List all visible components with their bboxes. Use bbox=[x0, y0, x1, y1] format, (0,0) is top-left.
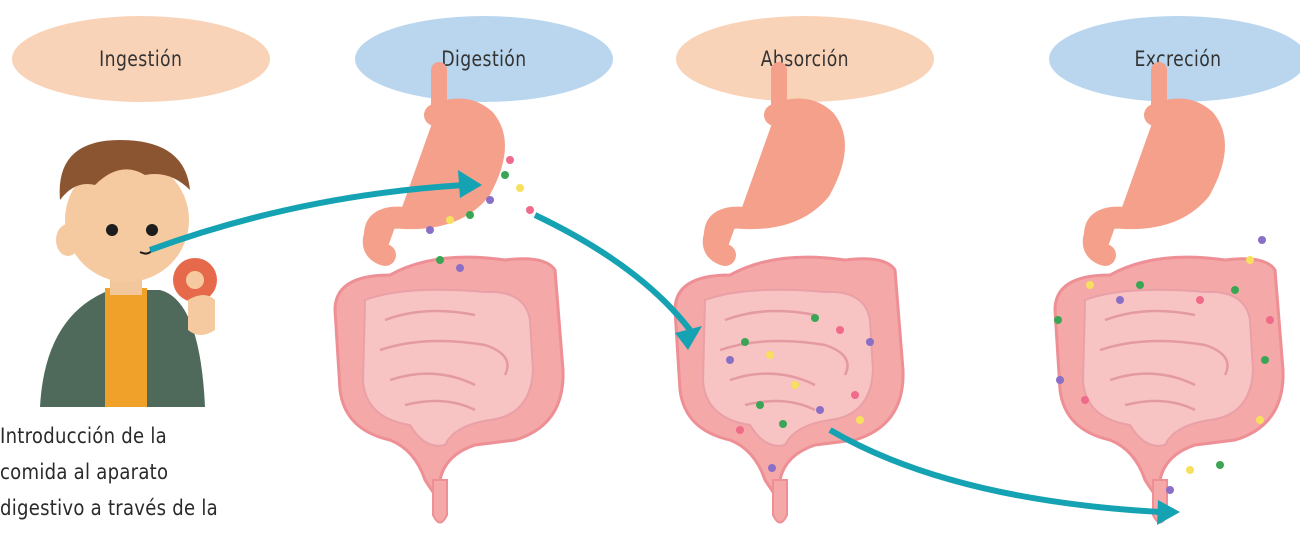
absorption-gut-illustration bbox=[675, 70, 903, 523]
process-arrows bbox=[150, 170, 1180, 525]
ingestion-description: Introducción de la comida al aparato dig… bbox=[0, 418, 300, 526]
boy-eating-illustration bbox=[40, 140, 217, 407]
description-line-2: comida al aparato bbox=[0, 454, 258, 490]
digestion-gut-illustration bbox=[335, 70, 563, 523]
excretion-gut-illustration bbox=[1055, 70, 1283, 523]
description-line-3: digestivo a través de la bbox=[0, 490, 258, 526]
description-line-1: Introducción de la bbox=[0, 418, 258, 454]
